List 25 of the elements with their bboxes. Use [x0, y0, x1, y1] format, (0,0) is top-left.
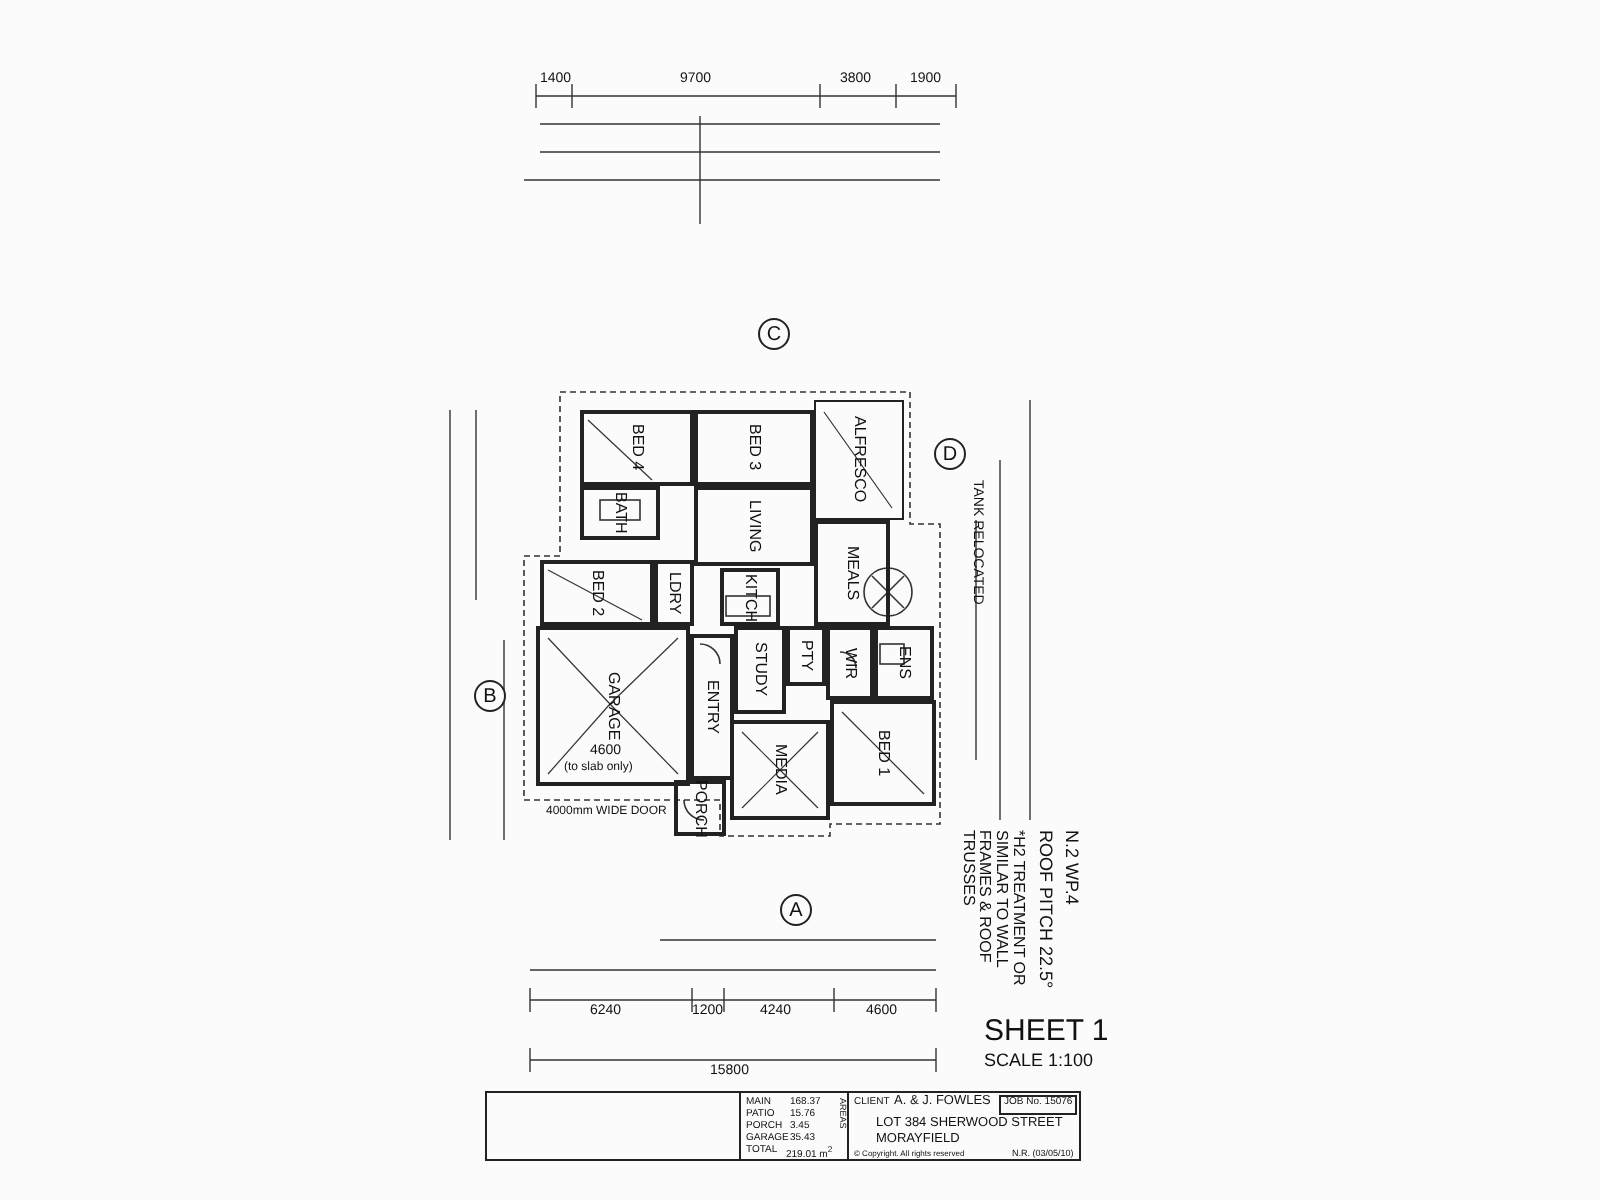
note-text: ROOF PITCH 22.5° — [1034, 830, 1054, 993]
room: KITCH — [720, 568, 780, 626]
note-text: N.2 WP.4 — [1060, 830, 1080, 909]
room: PTY — [786, 626, 826, 686]
grid-marker: C — [758, 318, 790, 350]
note-text: *H2 TREATMENT OR SIMILAR TO WALL FRAMES & ROOF TRUSSES — [964, 830, 1026, 990]
room: BED 4 — [580, 410, 694, 486]
room: BED 3 — [694, 410, 814, 486]
room: LDRY — [654, 560, 694, 626]
scale-text: SCALE 1:100 — [984, 1052, 1096, 1071]
grid-marker: A — [780, 894, 812, 926]
room: BED 1 — [830, 700, 936, 806]
grid-marker: B — [474, 680, 506, 712]
room: ENS — [874, 626, 934, 700]
sheet-number: SHEET 1 — [984, 1016, 1109, 1048]
grid-marker: D — [934, 438, 966, 470]
room: STUDY — [734, 626, 786, 714]
room: MEDIA — [730, 720, 830, 820]
room: LIVING — [694, 486, 814, 566]
room: MEALS — [814, 520, 890, 626]
room: ENTRY — [690, 634, 734, 780]
room: WIR — [826, 626, 874, 700]
room: BATH — [580, 486, 660, 540]
room: BED 2 — [540, 560, 654, 626]
room: ALFRESCO — [814, 400, 904, 520]
